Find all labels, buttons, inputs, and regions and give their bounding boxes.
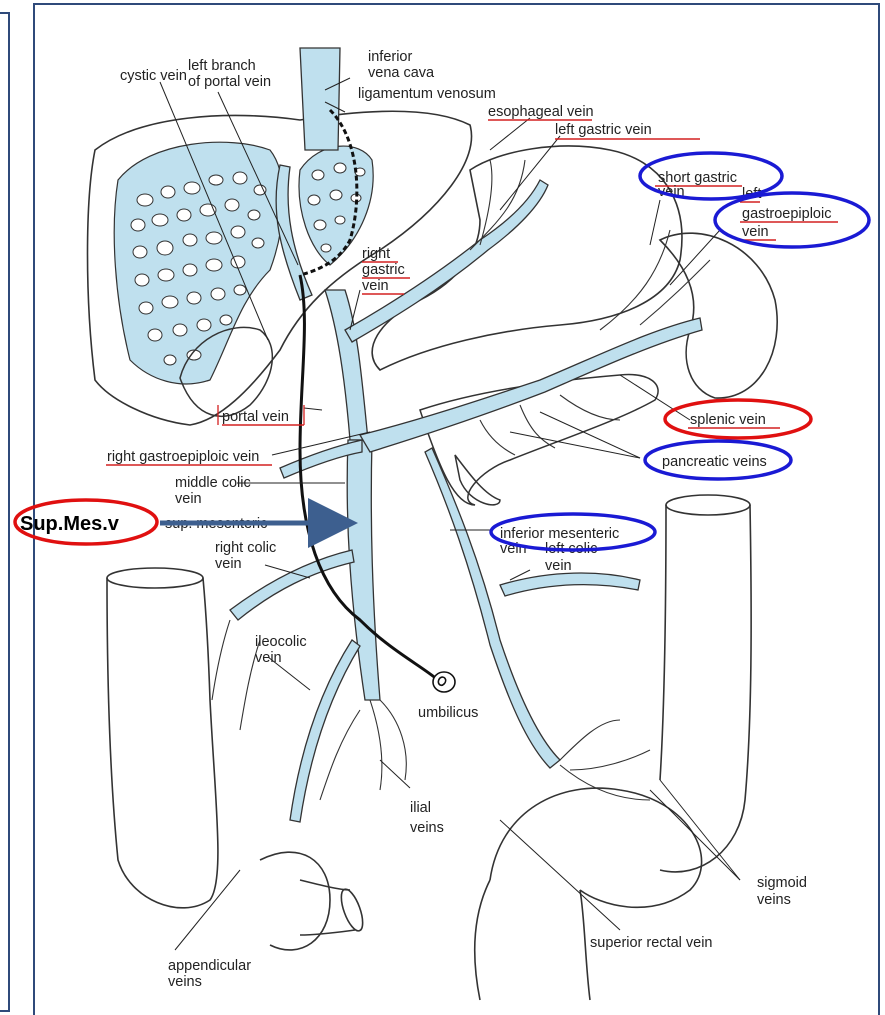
- label-sigmoid-1: sigmoid: [757, 875, 807, 891]
- label-right-gastric-1: right: [362, 246, 390, 262]
- label-right-colic-2: vein: [215, 556, 242, 572]
- label-left-branch-2: of portal vein: [188, 74, 271, 90]
- cecum-appendix: [260, 852, 367, 950]
- label-ivc-1: inferior: [368, 49, 412, 65]
- splenic-vein: [360, 318, 702, 452]
- label-middle-colic-1: middle colic: [175, 475, 251, 491]
- label-inferior-mesenteric-1: inferior mesenteric: [500, 526, 619, 542]
- superior-mesenteric-vein: [347, 440, 380, 700]
- label-umbilicus: umbilicus: [418, 705, 478, 721]
- label-left-branch-1: left branch: [188, 58, 256, 74]
- label-cystic-vein: cystic vein: [120, 68, 187, 84]
- label-esophageal-vein: esophageal vein: [488, 104, 594, 120]
- spleen: [660, 233, 777, 398]
- label-superior-rectal: superior rectal vein: [590, 935, 713, 951]
- label-splenic-vein: splenic vein: [690, 412, 766, 428]
- label-ileocolic-1: ileocolic: [255, 634, 307, 650]
- label-left-colic-2: vein: [545, 558, 572, 574]
- label-ilial-1: ilial: [410, 800, 431, 816]
- label-ilial-2: veins: [410, 820, 444, 836]
- umbilicus-shape: [433, 672, 455, 692]
- ileocolic-vessel: [290, 640, 360, 822]
- left-colic-vessel: [500, 573, 640, 596]
- label-pancreatic-veins: pancreatic veins: [662, 454, 767, 470]
- label-left-gastric-vein: left gastric vein: [555, 122, 652, 138]
- ascending-colon: [107, 568, 218, 908]
- inferior-vena-cava-vein: [300, 48, 340, 150]
- stomach: [372, 146, 682, 370]
- label-appendicular-2: veins: [168, 974, 202, 990]
- label-appendicular-1: appendicular: [168, 958, 251, 974]
- label-sigmoid-2: veins: [757, 892, 791, 908]
- portal-vein-trunk: [325, 290, 368, 440]
- label-right-gep: right gastroepiploic vein: [107, 449, 259, 465]
- label-left-gep-3: vein: [742, 224, 769, 240]
- label-right-gastric-3: vein: [362, 278, 389, 294]
- descending-colon: [660, 495, 751, 872]
- label-right-colic-1: right colic: [215, 540, 276, 556]
- label-left-gep-2: gastroepiploic: [742, 206, 831, 222]
- label-ivc-2: vena cava: [368, 65, 435, 81]
- label-ligamentum-venosum: ligamentum venosum: [358, 86, 496, 102]
- sigmoid-colon: [475, 788, 702, 1000]
- label-ileocolic-2: vein: [255, 650, 282, 666]
- label-middle-colic-2: vein: [175, 491, 202, 507]
- label-portal-vein: portal vein: [222, 409, 289, 425]
- right-colic-vessel: [230, 550, 354, 620]
- label-right-gastric-2: gastric: [362, 262, 405, 278]
- label-sup-mes-overlay: Sup.Mes.v: [20, 513, 120, 535]
